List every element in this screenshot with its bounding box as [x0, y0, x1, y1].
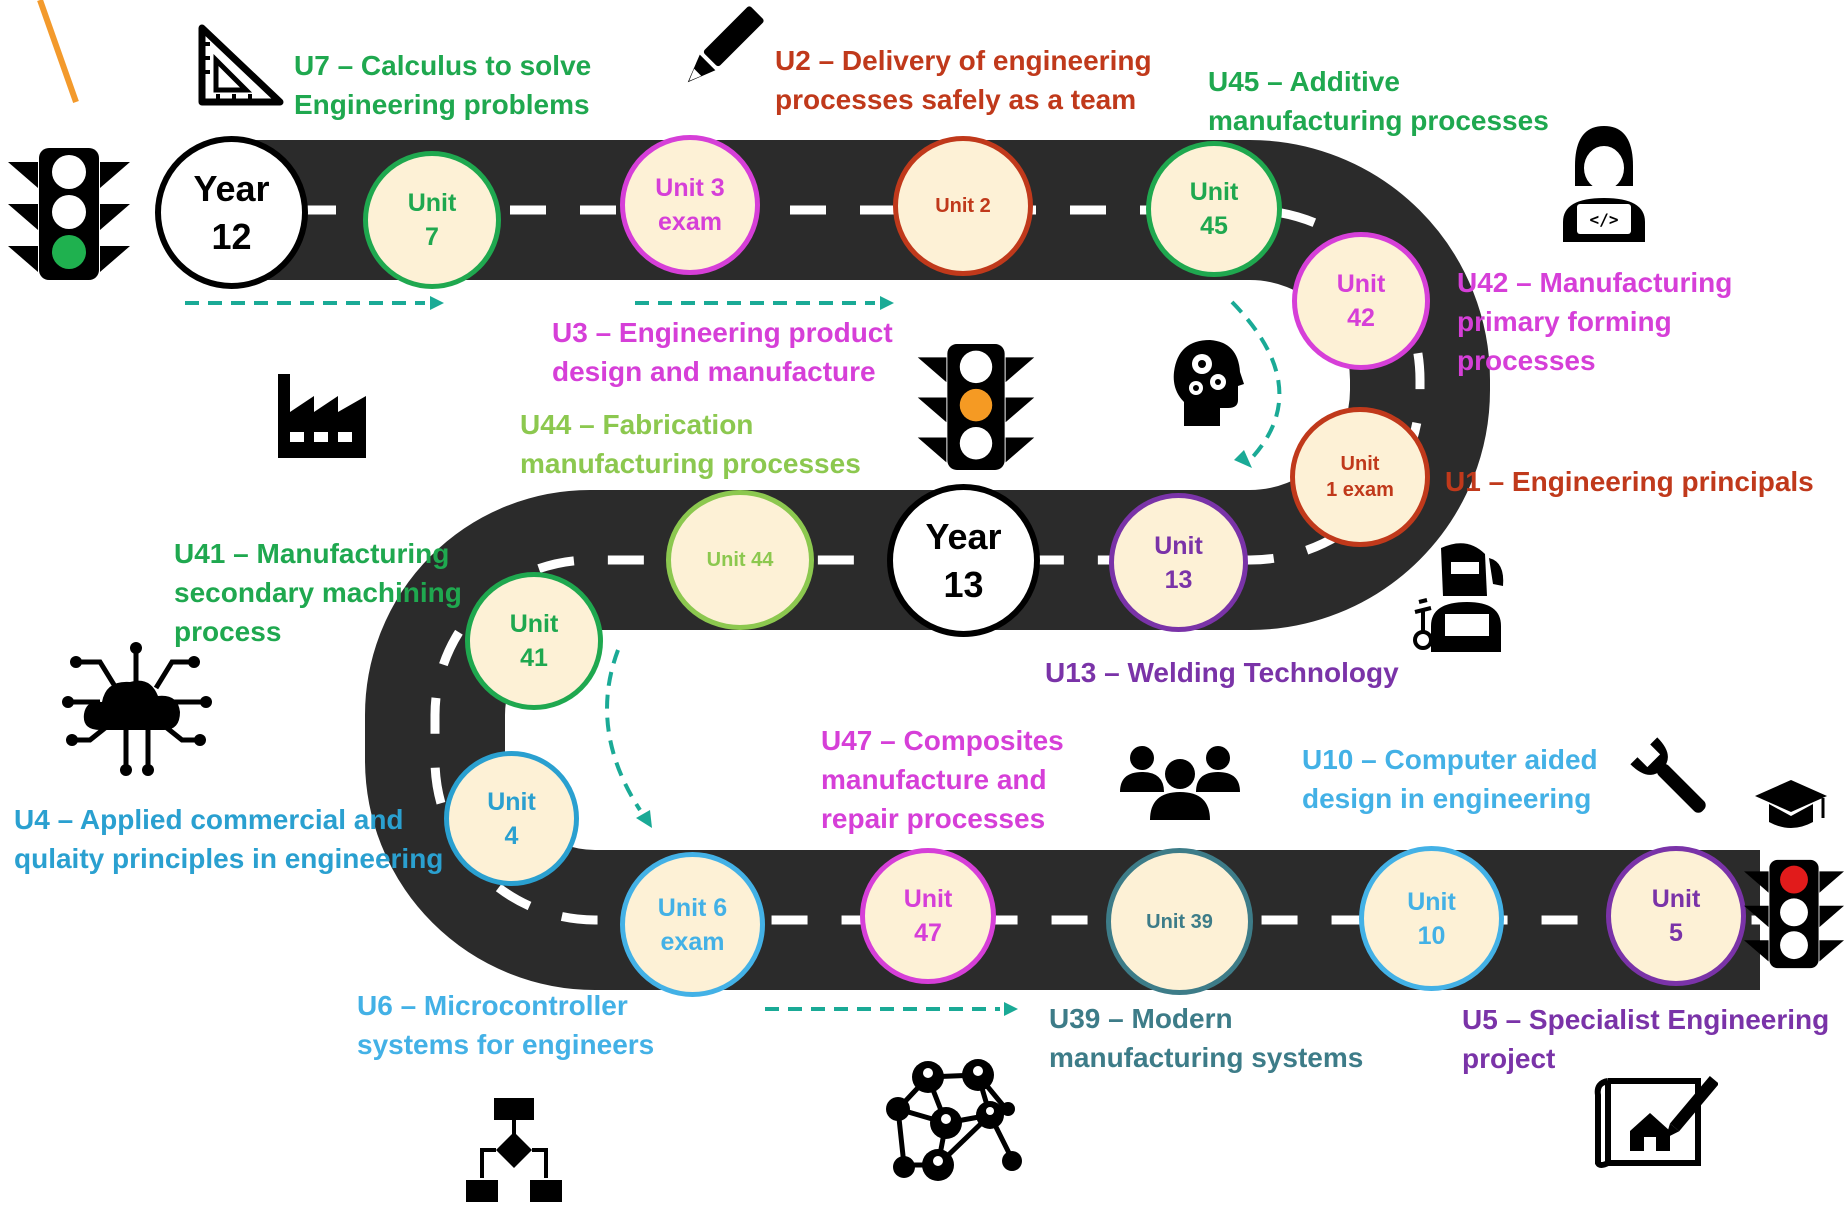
blueprint-icon: [1594, 1076, 1718, 1168]
unit-1-node[interactable]: Unit 1 exam: [1290, 407, 1430, 547]
unit-6-node[interactable]: Unit 6 exam: [620, 852, 765, 997]
label-u2: U2 – Delivery of engineering processes s…: [775, 45, 1152, 115]
factory-icon: [278, 374, 366, 458]
label-u7: U7 – Calculus to solve Engineering probl…: [294, 50, 592, 120]
label-u41: U41 – Manufacturing secondary machining …: [174, 538, 462, 647]
flowchart-icon: [466, 1098, 562, 1202]
coder-icon: </>: [1563, 126, 1645, 242]
label-u1: U1 – Engineering principals: [1445, 466, 1814, 497]
unit-2-node[interactable]: Unit 2: [893, 136, 1033, 276]
label-u42: U42 – Manufacturing primary forming proc…: [1457, 267, 1733, 376]
label-u47: U47 – Composites manufacture and repair …: [821, 725, 1064, 834]
progress-arrows: [185, 300, 1282, 1011]
unit-42-node[interactable]: Unit 42: [1292, 232, 1430, 370]
wrench-icon: [1630, 737, 1706, 813]
label-u5: U5 – Specialist Engineering project: [1462, 1004, 1830, 1074]
year-13-marker: Year 13: [887, 484, 1040, 637]
svg-text:</>: </>: [1590, 210, 1619, 229]
set-square-icon: [198, 24, 284, 106]
network-icon: [886, 1059, 1022, 1181]
unit-7-node[interactable]: Unit 7: [363, 151, 501, 289]
unit-4-node[interactable]: Unit 4: [444, 751, 579, 886]
unit-45-node[interactable]: Unit 45: [1146, 141, 1282, 277]
label-u10: U10 – Computer aided design in engineeri…: [1302, 744, 1598, 814]
cloud-network-icon: [62, 642, 212, 776]
label-u44: U44 – Fabrication manufacturing processe…: [520, 409, 861, 479]
label-u13: U13 – Welding Technology: [1045, 657, 1399, 688]
label-u45: U45 – Additive manufacturing processes: [1208, 66, 1549, 136]
unit-13-node[interactable]: Unit 13: [1109, 493, 1248, 632]
traffic-light-red-icon: [1744, 859, 1844, 969]
label-u6: U6 – Microcontroller systems for enginee…: [357, 990, 655, 1060]
traffic-light-amber-icon: [917, 344, 1035, 470]
year-12-marker: Year 12: [155, 136, 308, 289]
brain-gears-icon: [1173, 340, 1244, 426]
label-u4: U4 – Applied commercial and qulaity prin…: [14, 804, 444, 874]
traffic-light-green-icon: [8, 148, 130, 280]
unit-5-node[interactable]: Unit 5: [1606, 846, 1746, 986]
label-u3: U3 – Engineering product design and manu…: [552, 317, 893, 387]
arrowhead-e: [1004, 1002, 1018, 1016]
welder-icon: [1413, 543, 1504, 652]
arrowhead-d: [636, 810, 652, 828]
unit-39-node[interactable]: Unit 39: [1106, 848, 1253, 995]
arrowhead-b: [880, 296, 894, 310]
unit-44-node[interactable]: Unit 44: [666, 490, 814, 630]
arrowhead-a: [430, 296, 444, 310]
arrow-curve-right: [1230, 300, 1282, 464]
unit-41-node[interactable]: Unit 41: [465, 572, 603, 710]
label-u39: U39 – Modern manufacturing systems: [1049, 1003, 1364, 1073]
arrowhead-c: [1234, 450, 1252, 468]
graduation-cap-icon: [1755, 780, 1827, 828]
team-icon: [1120, 746, 1240, 820]
arrow-curve-left: [605, 649, 642, 812]
pencil-icon: [687, 6, 764, 83]
unit-3-node[interactable]: Unit 3 exam: [620, 135, 760, 275]
orange-stroke: [37, 0, 79, 103]
unit-47-node[interactable]: Unit 47: [860, 848, 996, 984]
unit-10-node[interactable]: Unit 10: [1359, 846, 1504, 991]
